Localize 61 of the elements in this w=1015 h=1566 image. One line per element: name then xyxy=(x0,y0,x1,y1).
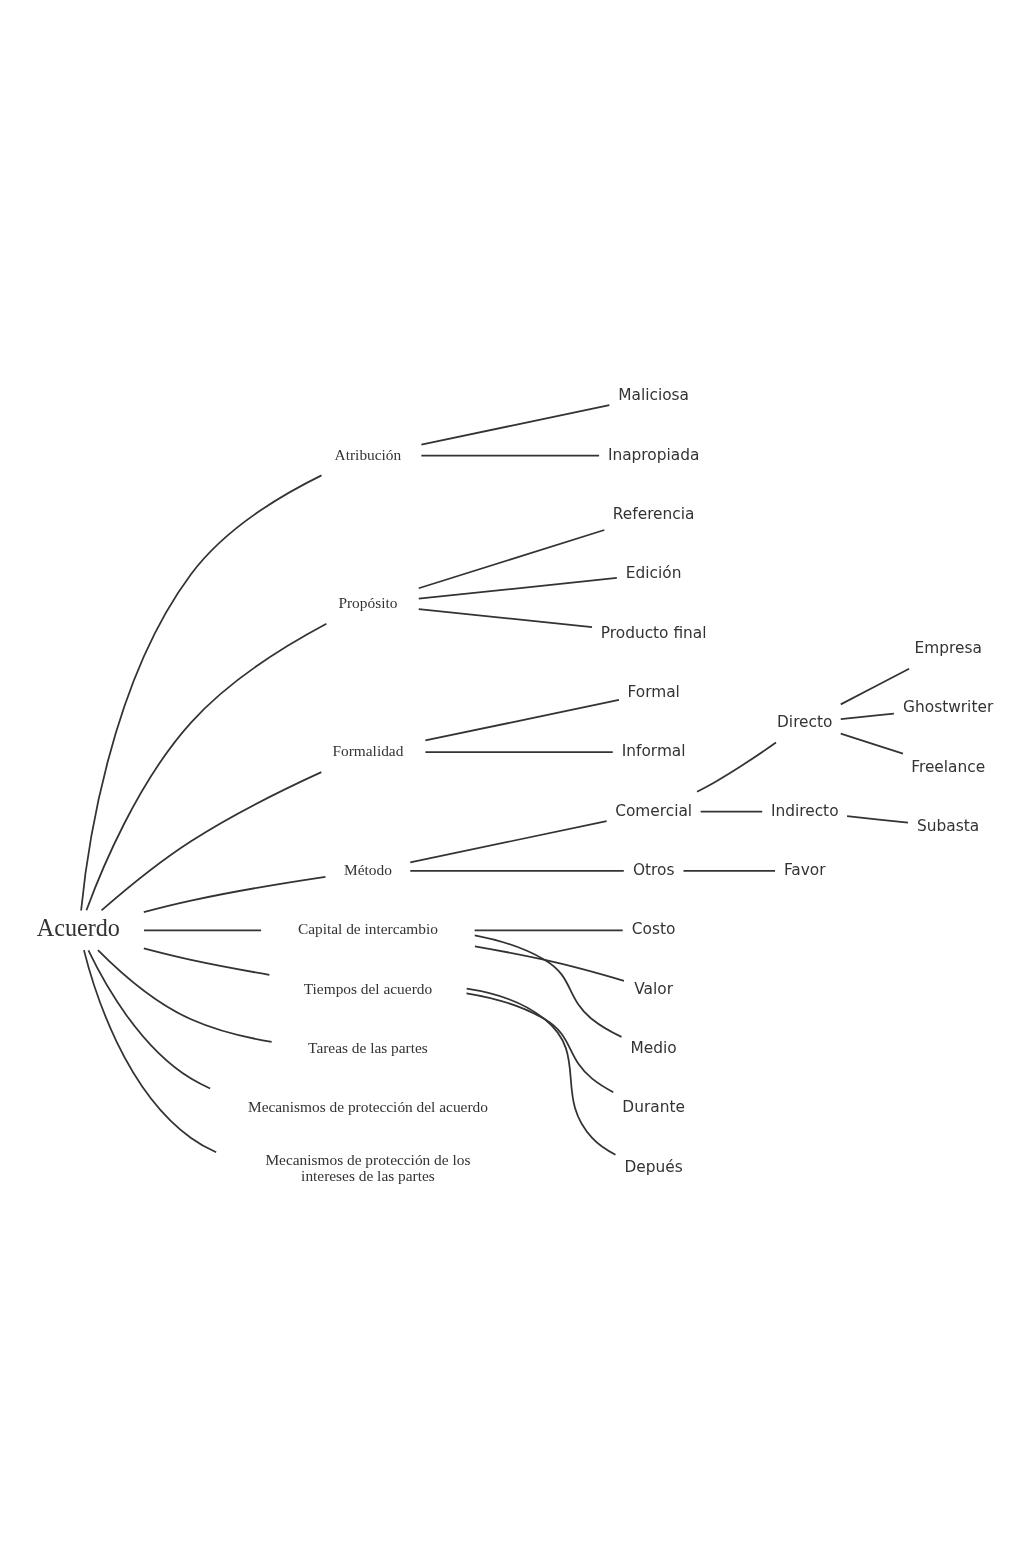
node-text: Acuerdo xyxy=(36,914,120,942)
connector xyxy=(409,820,608,864)
connector xyxy=(473,934,623,1038)
node-text: Tareas de las partes xyxy=(308,1039,428,1057)
node-text: Producto final xyxy=(600,623,707,642)
node-text: Empresa xyxy=(914,639,982,657)
node-text: Indirecto xyxy=(770,801,839,820)
node-text: Subasta xyxy=(917,817,980,836)
connector xyxy=(839,732,904,755)
connector xyxy=(417,608,593,629)
connector xyxy=(83,949,218,1154)
node-text: Informal xyxy=(621,742,686,761)
connector xyxy=(85,622,328,912)
node-text: Tiempos del acuerdo xyxy=(303,979,433,997)
node-text: Mecanismos de protección de los intereses de las partes xyxy=(265,1150,471,1185)
node-text: Comercial xyxy=(615,801,693,820)
node-text: Medio xyxy=(630,1039,677,1058)
node-text: Favor xyxy=(783,860,826,879)
connector xyxy=(80,474,323,912)
node-text: Durante xyxy=(622,1098,685,1117)
connector xyxy=(696,741,777,793)
connector xyxy=(465,987,617,1156)
connector xyxy=(465,992,615,1094)
connector xyxy=(474,945,625,982)
node-text: Formal xyxy=(627,682,680,701)
node-text: Propósito xyxy=(338,593,398,611)
connector xyxy=(424,751,614,754)
node-text: Freelance xyxy=(911,757,986,776)
connector xyxy=(846,815,909,824)
node-text: Valor xyxy=(634,979,674,998)
node-text: Inapropiada xyxy=(607,445,700,464)
connector xyxy=(97,949,273,1043)
node-text: Método xyxy=(344,860,392,878)
connector xyxy=(417,529,606,590)
connector xyxy=(87,949,211,1090)
connector xyxy=(682,870,776,872)
node-text: Costo xyxy=(631,920,676,939)
node-text: Referencia xyxy=(612,504,695,523)
connector xyxy=(420,404,611,446)
connector xyxy=(420,454,600,457)
node-text: Formalidad xyxy=(332,742,404,760)
node-text: Edición xyxy=(625,564,682,583)
connector xyxy=(839,667,910,706)
connector xyxy=(409,870,625,872)
node-text: Mecanismos de protección del acuerdo xyxy=(247,1098,488,1116)
node-text: Directo xyxy=(777,712,833,731)
node-text: Capital de intercambio xyxy=(297,920,438,938)
connector xyxy=(417,577,618,600)
connector xyxy=(143,929,262,932)
node-text: Ghostwriter xyxy=(903,698,994,717)
connector xyxy=(142,875,327,913)
connector xyxy=(100,771,323,912)
connector xyxy=(424,699,620,742)
node-text: Maliciosa xyxy=(618,386,690,405)
node-text: Atribución xyxy=(334,445,402,463)
node-text: Otros xyxy=(632,860,675,879)
node-text: Depués xyxy=(624,1157,683,1176)
connector xyxy=(839,712,895,720)
connector xyxy=(699,810,764,813)
connector xyxy=(473,929,624,932)
connector xyxy=(142,947,271,976)
